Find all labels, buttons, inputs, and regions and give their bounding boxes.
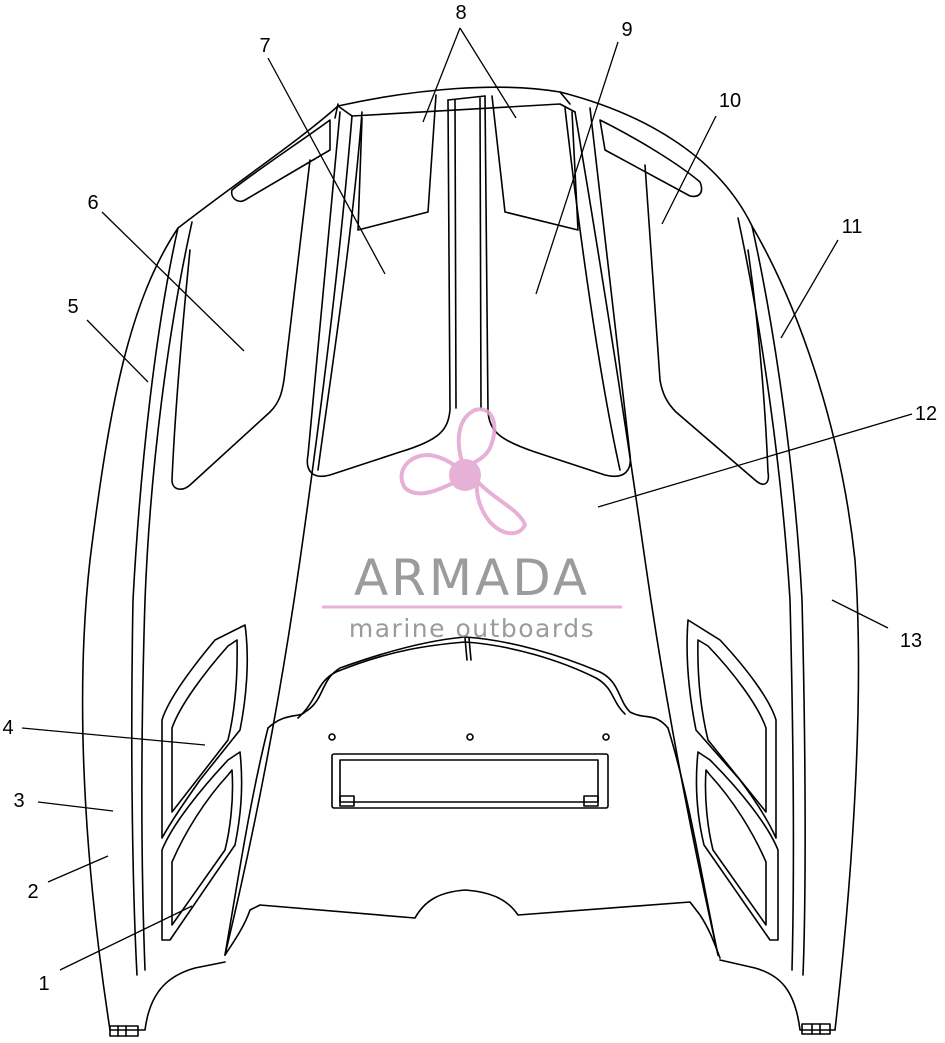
side-intakes (171, 119, 770, 490)
cowl-outline (81, 86, 860, 1037)
callout-1: 1 (38, 973, 49, 995)
callout-11: 11 (842, 216, 863, 238)
side-rails (130, 217, 806, 976)
callout-9: 9 (621, 19, 632, 41)
callout-12: 12 (915, 403, 937, 425)
callout-6: 6 (87, 192, 98, 214)
callout-labels: 1 2 3 4 5 6 7 8 9 10 11 12 13 (2, 2, 937, 995)
callout-3: 3 (13, 790, 24, 812)
propeller-logo-icon (399, 407, 528, 536)
callout-10: 10 (719, 90, 741, 112)
watermark: ARMADA marine outboards (322, 407, 622, 643)
lower-opening (224, 636, 721, 959)
watermark-tagline: marine outboards (349, 614, 595, 643)
top-ridge (224, 94, 719, 956)
callout-7: 7 (259, 35, 270, 57)
lower-louvers (161, 619, 779, 941)
callout-8: 8 (455, 2, 466, 24)
leader-lines (21, 27, 913, 971)
callout-4: 4 (2, 717, 13, 739)
callout-5: 5 (67, 296, 78, 318)
watermark-brand: ARMADA (354, 549, 590, 607)
callout-13: 13 (900, 630, 922, 652)
callout-2: 2 (27, 881, 38, 903)
